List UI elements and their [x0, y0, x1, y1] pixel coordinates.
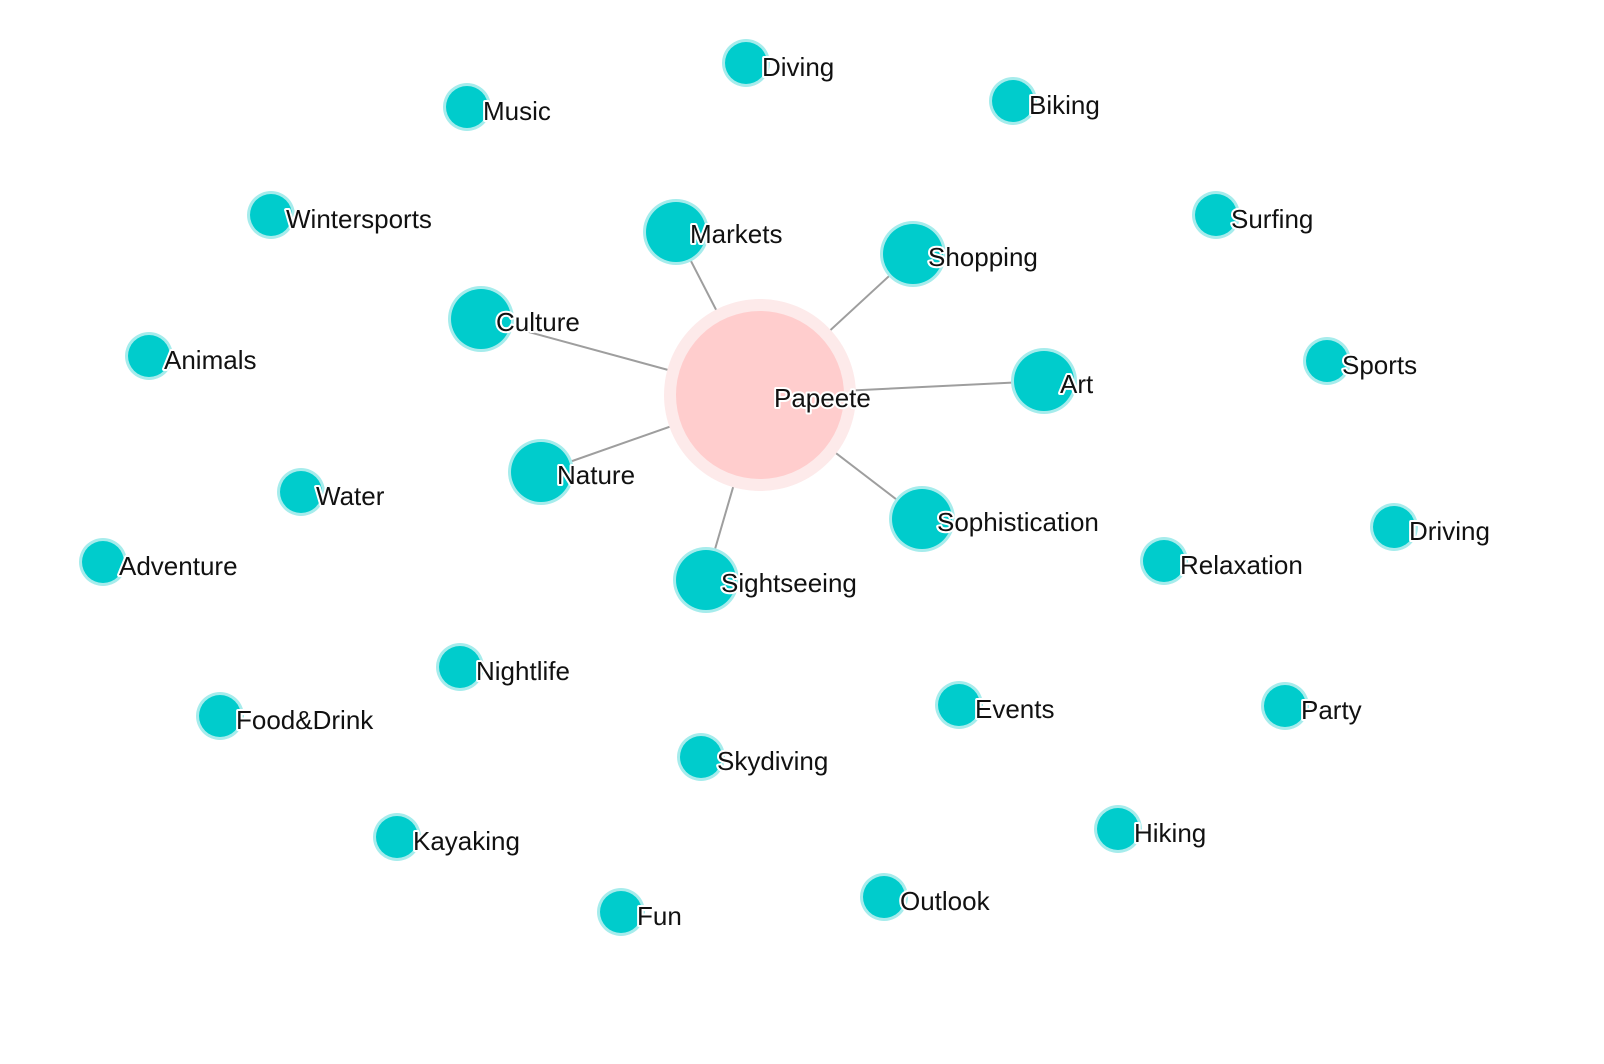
node-label-adventure: Adventure	[119, 551, 238, 581]
node-papeete[interactable]: Papeete	[664, 299, 873, 491]
node-circle-adventure[interactable]	[82, 541, 124, 583]
node-food-drink[interactable]: Food&Drink	[196, 692, 376, 740]
node-circle-surfing[interactable]	[1195, 194, 1237, 236]
node-label-art: Art	[1060, 369, 1094, 399]
node-nightlife[interactable]: Nightlife	[436, 643, 572, 691]
node-biking[interactable]: Biking	[989, 77, 1102, 125]
node-kayaking[interactable]: Kayaking	[373, 813, 522, 861]
node-surfing[interactable]: Surfing	[1192, 191, 1315, 239]
node-relaxation[interactable]: Relaxation	[1140, 537, 1305, 585]
node-circle-wintersports[interactable]	[250, 194, 292, 236]
node-fun[interactable]: Fun	[597, 888, 684, 936]
node-label-culture: Culture	[496, 307, 580, 337]
node-culture[interactable]: Culture	[448, 286, 582, 352]
node-label-events: Events	[975, 694, 1055, 724]
node-adventure[interactable]: Adventure	[79, 538, 240, 586]
node-circle-skydiving[interactable]	[680, 736, 722, 778]
node-label-sightseeing: Sightseeing	[721, 568, 857, 598]
node-label-shopping: Shopping	[928, 242, 1038, 272]
node-shopping[interactable]: Shopping	[880, 221, 1040, 287]
node-party[interactable]: Party	[1261, 682, 1364, 730]
node-label-surfing: Surfing	[1231, 204, 1313, 234]
node-sightseeing[interactable]: Sightseeing	[673, 547, 859, 613]
node-hiking[interactable]: Hiking	[1094, 805, 1208, 853]
node-circle-markets[interactable]	[646, 202, 706, 262]
node-label-sophistication: Sophistication	[937, 507, 1099, 537]
node-label-relaxation: Relaxation	[1180, 550, 1303, 580]
node-sports[interactable]: Sports	[1303, 337, 1419, 385]
node-circle-sophistication[interactable]	[892, 489, 952, 549]
node-nature[interactable]: Nature	[508, 439, 637, 505]
node-label-markets: Markets	[690, 219, 782, 249]
node-label-sports: Sports	[1342, 350, 1417, 380]
node-label-papeete: Papeete	[774, 383, 871, 413]
node-circle-hiking[interactable]	[1097, 808, 1139, 850]
node-circle-art[interactable]	[1014, 351, 1074, 411]
node-outlook[interactable]: Outlook	[860, 873, 993, 921]
node-wintersports[interactable]: Wintersports	[247, 191, 434, 239]
node-label-hiking: Hiking	[1134, 818, 1206, 848]
node-circle-fun[interactable]	[600, 891, 642, 933]
node-circle-events[interactable]	[938, 684, 980, 726]
node-circle-kayaking[interactable]	[376, 816, 418, 858]
node-markets[interactable]: Markets	[643, 199, 784, 265]
node-circle-shopping[interactable]	[883, 224, 943, 284]
node-label-biking: Biking	[1029, 90, 1100, 120]
node-events[interactable]: Events	[935, 681, 1057, 729]
node-circle-music[interactable]	[446, 86, 488, 128]
node-circle-relaxation[interactable]	[1143, 540, 1185, 582]
node-circle-water[interactable]	[280, 471, 322, 513]
node-driving[interactable]: Driving	[1370, 503, 1492, 551]
node-label-wintersports: Wintersports	[286, 204, 432, 234]
node-circle-outlook[interactable]	[863, 876, 905, 918]
node-label-nature: Nature	[557, 460, 635, 490]
node-water[interactable]: Water	[277, 468, 387, 516]
node-circle-nature[interactable]	[511, 442, 571, 502]
node-circle-nightlife[interactable]	[439, 646, 481, 688]
node-circle-diving[interactable]	[725, 42, 767, 84]
node-circle-culture[interactable]	[451, 289, 511, 349]
node-animals[interactable]: Animals	[125, 332, 258, 380]
node-circle-biking[interactable]	[992, 80, 1034, 122]
node-label-water: Water	[316, 481, 385, 511]
node-label-party: Party	[1301, 695, 1362, 725]
node-circle-driving[interactable]	[1373, 506, 1415, 548]
node-circle-party[interactable]	[1264, 685, 1306, 727]
node-label-skydiving: Skydiving	[717, 746, 828, 776]
node-diving[interactable]: Diving	[722, 39, 836, 87]
node-label-animals: Animals	[164, 345, 256, 375]
node-circle-sports[interactable]	[1306, 340, 1348, 382]
node-circle-food-drink[interactable]	[199, 695, 241, 737]
node-circle-animals[interactable]	[128, 335, 170, 377]
node-label-fun: Fun	[637, 901, 682, 931]
node-music[interactable]: Music	[443, 83, 553, 131]
node-label-food-drink: Food&Drink	[236, 705, 374, 735]
node-skydiving[interactable]: Skydiving	[677, 733, 830, 781]
nodes-layer: MarketsShoppingCultureArtNatureSophistic…	[79, 39, 1492, 936]
node-label-outlook: Outlook	[900, 886, 991, 916]
node-label-music: Music	[483, 96, 551, 126]
node-label-driving: Driving	[1409, 516, 1490, 546]
node-sophistication[interactable]: Sophistication	[889, 486, 1101, 552]
node-circle-sightseeing[interactable]	[676, 550, 736, 610]
node-art[interactable]: Art	[1011, 348, 1096, 414]
node-label-nightlife: Nightlife	[476, 656, 570, 686]
node-label-kayaking: Kayaking	[413, 826, 520, 856]
node-circle-papeete[interactable]	[676, 311, 844, 479]
node-label-diving: Diving	[762, 52, 834, 82]
